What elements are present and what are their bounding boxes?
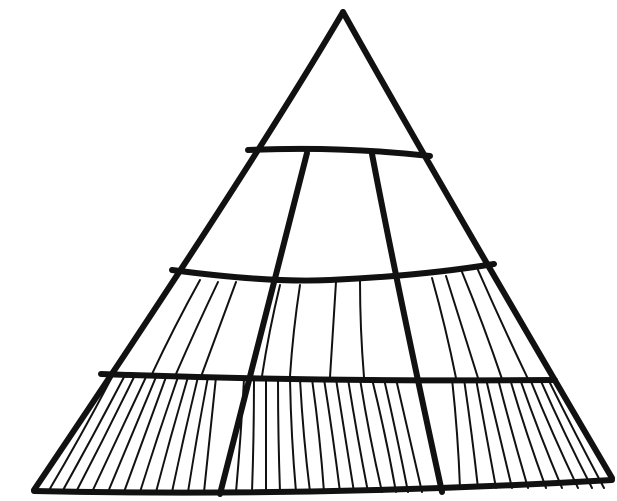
base-hatch-line [312,379,324,492]
base-hatch-line [300,379,310,492]
section-divider-right [372,154,442,492]
tier-divider-3 [101,374,555,380]
tier-3-hatch-line [176,282,218,374]
base-hatch-line [252,379,254,492]
base-hatch-line [396,379,422,492]
base-hatch-line [360,379,382,492]
tier-3-hatch-line [152,280,200,374]
base-hatch-line [372,379,396,492]
base-hatch-line [290,379,296,492]
tier-3-hatch-line [360,281,364,377]
base-hatch-line [76,377,134,492]
base-hatch-line [476,379,496,488]
base-hatch-line [530,379,578,488]
base-hatch-line [278,379,280,492]
base-hatch-line [48,377,112,492]
base-hatch-line [464,379,478,488]
base-hatch-line [452,379,460,488]
tier-3-hatch-line [432,278,456,378]
outer-right-edge [343,12,612,478]
pyramid-frame [34,12,612,494]
tier-divider-1 [248,149,430,156]
tier-3-hatch-line [462,272,502,379]
base-hatch-line [384,379,408,492]
base-hatch-line [548,379,604,488]
tier-3-hatch-line [202,282,236,374]
base-hatch-line [324,379,340,492]
base-hatch-line [486,379,512,488]
base-hatch-line [498,379,528,488]
base-hatch-line [204,377,216,492]
tier-3-hatch-line [330,282,336,377]
base-hatch-line [172,377,198,492]
tier-3-hatch-line [446,276,478,378]
tier-3-hatch-line [290,285,300,376]
